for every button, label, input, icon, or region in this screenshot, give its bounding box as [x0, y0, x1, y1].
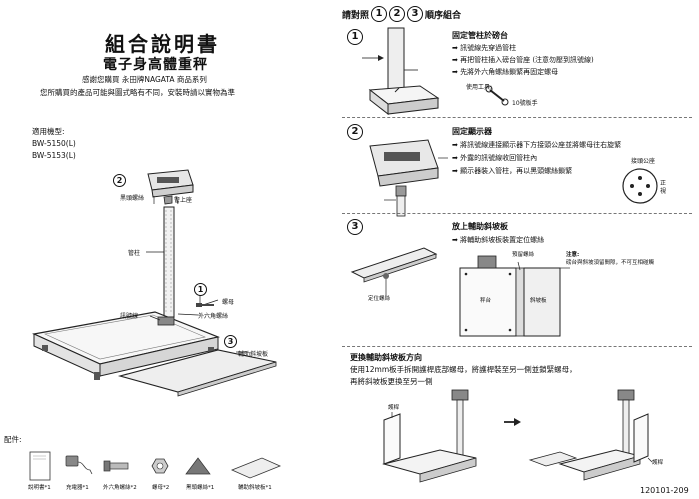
- document-code: 120101-209: [640, 486, 689, 495]
- step-2-marker: 2: [113, 174, 126, 187]
- step-1-item-1-text: 訊號線先穿過管柱: [460, 44, 517, 52]
- manual-icon: [29, 451, 51, 481]
- label-platform: 秤台: [480, 298, 492, 304]
- order-header-prefix: 請對照: [342, 10, 370, 21]
- tool-label: 使用工具:: [466, 84, 493, 91]
- charger-icon: [65, 455, 93, 475]
- platform-icon: [32, 311, 221, 380]
- step-1-title: 固定管柱於磅台: [452, 31, 508, 40]
- step-3-item-1: ➡ 將輔助斜坡板裝置定位螺絲: [452, 236, 545, 244]
- intro-line-1: 感謝您購買 永田牌NAGATA 商品系列: [82, 75, 207, 84]
- change-line-1: 使用12mm板手拆開護桿底部螺母，將護桿裝至另一側並鎖緊螺母，: [350, 365, 577, 374]
- accessory-label-2: 充電器*1: [66, 485, 89, 491]
- step-3-title: 放上輔助斜坡板: [452, 222, 508, 231]
- label-black-screw: 黑頭螺絲: [120, 195, 145, 202]
- connector-label: 接頭公座: [631, 158, 656, 165]
- arrow-right-icon: [504, 418, 521, 426]
- label-ramp-top: 斜坡板: [530, 298, 547, 304]
- divider-2: [342, 213, 692, 214]
- divider-3: [342, 346, 692, 347]
- label-hex-bolt: 外六角螺絲: [198, 313, 229, 320]
- ramp-icon: [117, 349, 277, 397]
- model-1: BW-5150(L): [32, 139, 76, 148]
- scale-before-icon: [382, 389, 477, 483]
- accessory-label-4: 螺母*2: [152, 485, 170, 491]
- black-screw-icon: [185, 457, 211, 475]
- step-2-title: 固定顯示器: [452, 127, 492, 136]
- connector-side: 正視: [660, 180, 667, 195]
- display-head-icon: [147, 169, 194, 205]
- label-guard-after: 護桿: [652, 460, 664, 466]
- step-2-item-3: ➡ 顯示器裝入管柱，再以黑頭螺絲鎖緊: [452, 167, 573, 175]
- order-num-3: 3: [407, 6, 424, 22]
- ramp-accessory-icon: [230, 457, 282, 479]
- product-name: 電子身高體重秤: [103, 57, 208, 73]
- step-1-item-2-text: 再把管柱插入磅台管座 (注意勿壓到訊號線): [460, 56, 594, 64]
- step-2-item-2-text: 外露的訊號線收回管柱內: [460, 154, 538, 162]
- step-1-item-1: ➡ 訊號線先穿過管柱: [452, 44, 517, 52]
- nut-icon: [151, 458, 169, 474]
- label-ramp: 輔助斜坡板: [238, 351, 269, 358]
- doc-title: 組合說明書: [105, 32, 220, 56]
- intro-line-2: 您所購買的產品可能與圖式略有不同，安裝時請以實物為準: [40, 88, 235, 97]
- divider-1: [342, 117, 692, 118]
- order-num-1: 1: [371, 6, 388, 22]
- step-2-item-2: ➡ 外露的訊號線收回管柱內: [452, 154, 538, 162]
- label-note-title: 注意:: [566, 252, 580, 258]
- hex-bolt-accessory-icon: [103, 460, 129, 472]
- step-1-item-2: ➡ 再把管柱插入磅台管座 (注意勿壓到訊號線): [452, 56, 594, 64]
- label-upper-seat: 管上座: [174, 197, 193, 204]
- step-1-badge: 1: [347, 29, 363, 45]
- change-line-2: 再將斜坡板更換至另一側: [350, 377, 433, 386]
- accessory-label-6: 輔助斜坡板*1: [238, 485, 272, 491]
- order-header: 請對照 1 2 3 順序組合: [342, 6, 461, 22]
- accessory-label-3: 外六角螺絲*2: [103, 485, 137, 491]
- step-1-item-3-text: 先將外六角螺絲鎖緊再固定螺母: [460, 68, 559, 76]
- label-nut: 螺母: [222, 299, 235, 306]
- step-2-item-1: ➡ 將訊號線連接顯示器下方接頭公座並將螺母往右旋緊: [452, 141, 622, 149]
- step-1-item-3: ➡ 先將外六角螺絲鎖緊再固定螺母: [452, 68, 559, 76]
- scale-after-icon: [528, 389, 653, 481]
- step-3-badge: 3: [347, 219, 363, 235]
- hex-bolt-icon: [196, 303, 214, 307]
- label-pre-screw: 預留螺絲: [512, 252, 535, 258]
- order-header-suffix: 順序組合: [425, 10, 462, 21]
- models-label: 適用機型:: [32, 127, 65, 136]
- tool-name: 10號板手: [512, 100, 538, 107]
- step-3-item-1-text: 將輔助斜坡板裝置定位螺絲: [460, 236, 545, 244]
- step-1-marker: 1: [194, 283, 207, 296]
- step-3-marker: 3: [224, 335, 237, 348]
- step-2-item-3-text: 顯示器裝入管柱，再以黑頭螺絲鎖緊: [460, 167, 573, 175]
- accessories-label: 配件:: [4, 435, 22, 444]
- accessory-label-1: 說明書*1: [28, 485, 51, 491]
- step-2-item-1-text: 將訊號線連接顯示器下方接頭公座並將螺母往右旋緊: [460, 141, 622, 149]
- order-num-2: 2: [389, 6, 406, 22]
- label-guard-before: 護桿: [388, 405, 400, 411]
- label-note-body: 磅台與斜坡須留間隙，不可互相碰觸: [566, 260, 655, 266]
- model-2: BW-5153(L): [32, 151, 76, 160]
- label-column: 管柱: [128, 250, 141, 257]
- step-2-badge: 2: [347, 124, 363, 140]
- label-locating-screw: 定位螺絲: [368, 296, 391, 302]
- label-cable: 訊號線: [120, 313, 139, 320]
- change-title: 更換輔助斜坡板方向: [350, 353, 422, 362]
- accessory-label-5: 黑頭螺絲*1: [186, 485, 215, 491]
